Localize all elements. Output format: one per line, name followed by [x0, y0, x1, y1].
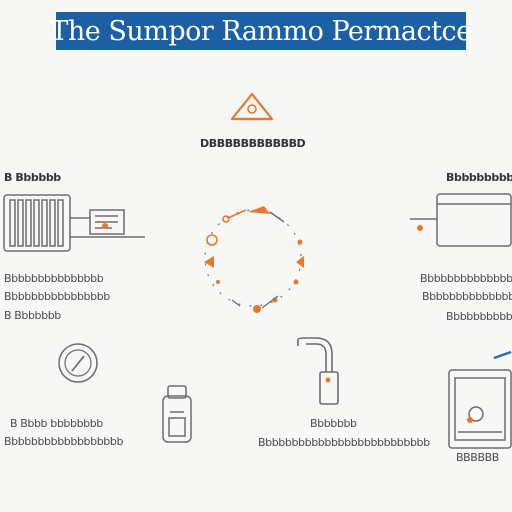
arrow-icon-left — [204, 256, 214, 268]
right-unit-line-2: Bbbbbbbbbbbbbbbb — [422, 290, 512, 303]
bottom-right-line-1: BBBBBB — [456, 451, 499, 464]
pipe-accent — [325, 377, 331, 383]
right-unit-line-1: Bbbbbbbbbbbbbbbb — [420, 272, 512, 285]
right-unit-line-3: Bbbbbbbbbbb — [446, 310, 512, 323]
radiator-unit-icon — [3, 194, 145, 252]
bottom-left-line-1: B Bbbb bbbbbbbb — [10, 417, 103, 430]
left-unit-title: B Bbbbbb — [4, 171, 61, 184]
tank-icon — [162, 385, 192, 443]
pipe-icon — [297, 337, 339, 405]
gauge-icon — [206, 234, 218, 246]
bottom-left-line-2: Bbbbbbbbbbbbbbbbbb — [4, 435, 124, 448]
right-unit-title: Bbbbbbbbb — [446, 171, 512, 184]
center-caption: DBBBBBBBBBBBD — [200, 137, 306, 150]
drop-icon-right — [293, 239, 304, 285]
bottom-center-line-2: Bbbbbbbbbbbbbbbbbbbbbbbbbb — [258, 436, 430, 449]
sun-icon-bottom — [253, 295, 279, 313]
arrow-icon-bottom — [231, 299, 241, 307]
dial-icon — [58, 343, 98, 383]
left-unit-line-1: Bbbbbbbbbbbbbbb — [4, 272, 104, 285]
warning-triangle-icon — [230, 92, 274, 121]
boiler-icon — [448, 369, 512, 449]
banner-title: The Sumpor Rammo Permactce — [50, 15, 472, 47]
wall-unit-icon — [410, 193, 512, 247]
cycle-diagram — [204, 206, 304, 313]
bottom-center-line-1: Bbbbbbb — [310, 417, 357, 430]
title-banner: The Sumpor Rammo Permactce — [50, 12, 472, 50]
left-unit-line-3: B Bbbbbbb — [4, 309, 61, 322]
radiator-valve-accent — [102, 223, 108, 229]
left-unit-line-2: Bbbbbbbbbbbbbbbb — [4, 290, 110, 303]
boiler-accent — [467, 350, 512, 423]
wall-unit-accent — [417, 225, 423, 231]
wrench-icon — [222, 209, 247, 223]
flame-icon — [248, 206, 285, 223]
